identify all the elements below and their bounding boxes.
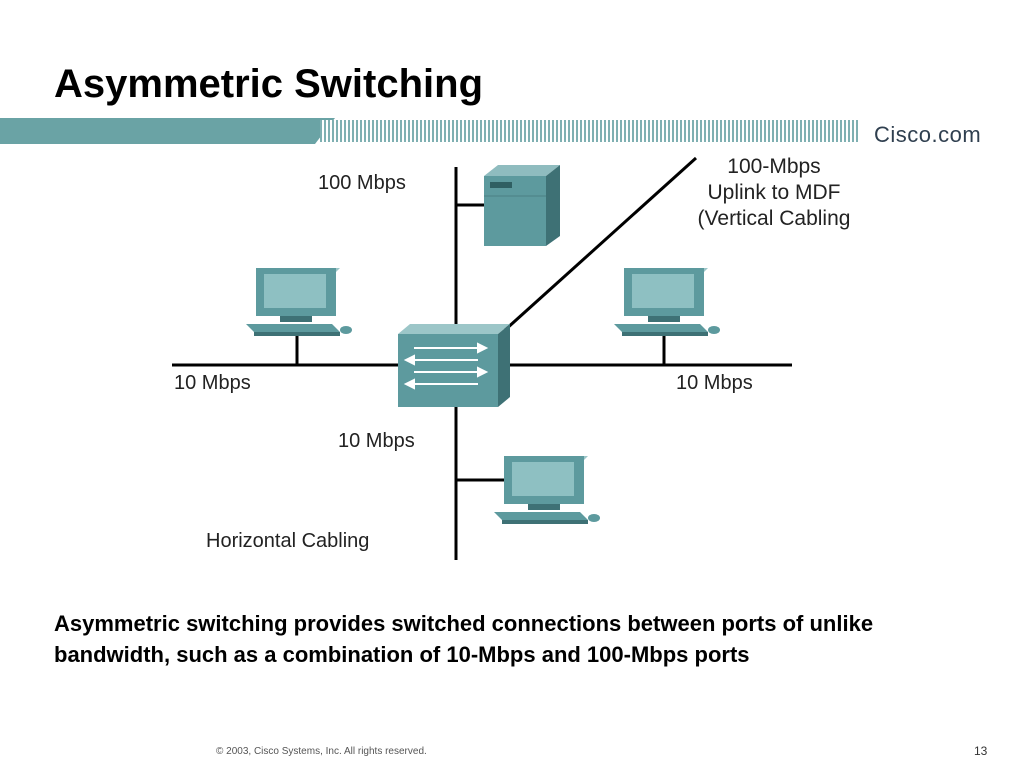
workstation-icon bbox=[246, 268, 352, 336]
cisco-logo: Cisco.com bbox=[874, 122, 982, 147]
workstation-icon bbox=[614, 268, 720, 336]
bottom-link-label: 10 Mbps bbox=[338, 430, 415, 452]
header-band bbox=[0, 118, 1024, 144]
horizontal-cabling-label: Horizontal Cabling bbox=[206, 530, 370, 552]
server-link-label: 100 Mbps bbox=[318, 172, 406, 194]
left-link-label: 10 Mbps bbox=[174, 372, 251, 394]
uplink-line bbox=[503, 156, 698, 332]
uplink-label-line-3: (Vertical Cabling bbox=[697, 207, 851, 230]
switch-icon bbox=[398, 324, 510, 407]
copyright-footer: © 2003, Cisco Systems, Inc. All rights r… bbox=[216, 746, 427, 757]
slide-caption: Asymmetric switching provides switched c… bbox=[54, 611, 874, 667]
uplink-label: 100-Mbps Uplink to MDF (Vertical Cabling bbox=[664, 154, 884, 232]
page-number: 13 bbox=[974, 744, 988, 758]
right-link-label: 10 Mbps bbox=[676, 372, 753, 394]
uplink-label-line-2: Uplink to MDF bbox=[707, 181, 841, 204]
workstation-icon bbox=[494, 456, 600, 524]
server-icon bbox=[484, 165, 560, 246]
uplink-label-line-1: 100-Mbps bbox=[727, 155, 821, 178]
slide-title: Asymmetric Switching bbox=[54, 62, 484, 106]
